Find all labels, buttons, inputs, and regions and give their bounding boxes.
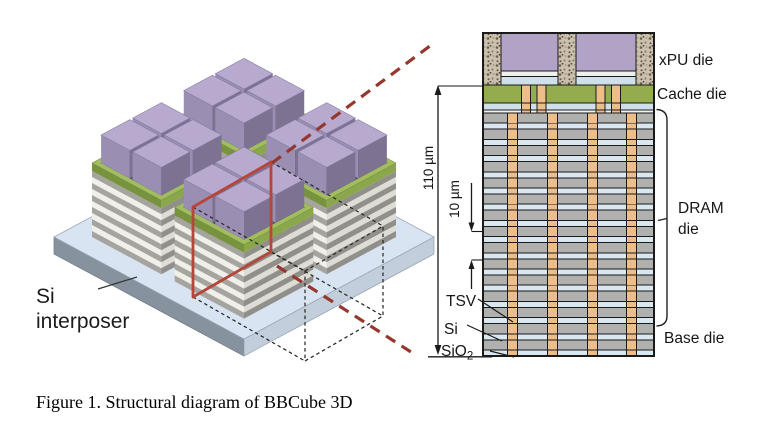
sio2-label: SiO2	[441, 343, 473, 363]
dram-die-label-line2: die	[678, 221, 699, 238]
cache-die-label: Cache die	[657, 86, 727, 103]
si-leader-line	[466, 324, 503, 342]
cube-edge	[270, 251, 384, 317]
section-connector-top	[271, 41, 435, 165]
interposer-label-line1: Si	[36, 285, 55, 308]
si-label: Si	[444, 321, 458, 338]
dimension-annotations: 110 µm 10 µm	[97, 85, 668, 358]
chip-stack	[174, 146, 314, 319]
sio2-label-subscript: 2	[467, 351, 473, 363]
cutaway-highlight	[191, 41, 435, 363]
interposer-leader-line	[97, 276, 138, 290]
xpu-die-label: xPU die	[659, 52, 713, 69]
cube-edge	[192, 206, 306, 272]
cube-edge	[192, 296, 306, 362]
cube-edge	[270, 161, 384, 227]
tsv-label: TSV	[446, 293, 477, 310]
tsv-leader-line	[477, 298, 514, 323]
arrow-up-icon	[434, 85, 442, 95]
section-connector-bottom	[276, 264, 412, 354]
figure-labels: xPU die Cache die DRAM die Base die TSV …	[36, 52, 727, 363]
sio2-label-base: SiO	[441, 343, 467, 360]
cube-back-face	[304, 224, 384, 363]
dim-10-label: 10 µm	[447, 180, 462, 218]
dram-die-label-line1: DRAM	[678, 200, 724, 217]
arrow-down-icon	[434, 345, 442, 355]
base-die-label: Base die	[664, 330, 724, 347]
dram-bracket	[656, 108, 668, 327]
arrow-down-icon	[468, 222, 475, 232]
section-plane-outline	[191, 160, 273, 299]
cross-section-view	[482, 32, 655, 357]
sio2-leader-line	[489, 350, 515, 358]
interposer-label-line2: interposer	[36, 310, 129, 333]
arrow-up-icon	[468, 260, 475, 269]
figure-caption: Figure 1. Structural diagram of BBCube 3…	[36, 392, 353, 412]
dim-110-label: 110 µm	[421, 146, 436, 190]
dram-bracket-tick	[657, 217, 668, 222]
